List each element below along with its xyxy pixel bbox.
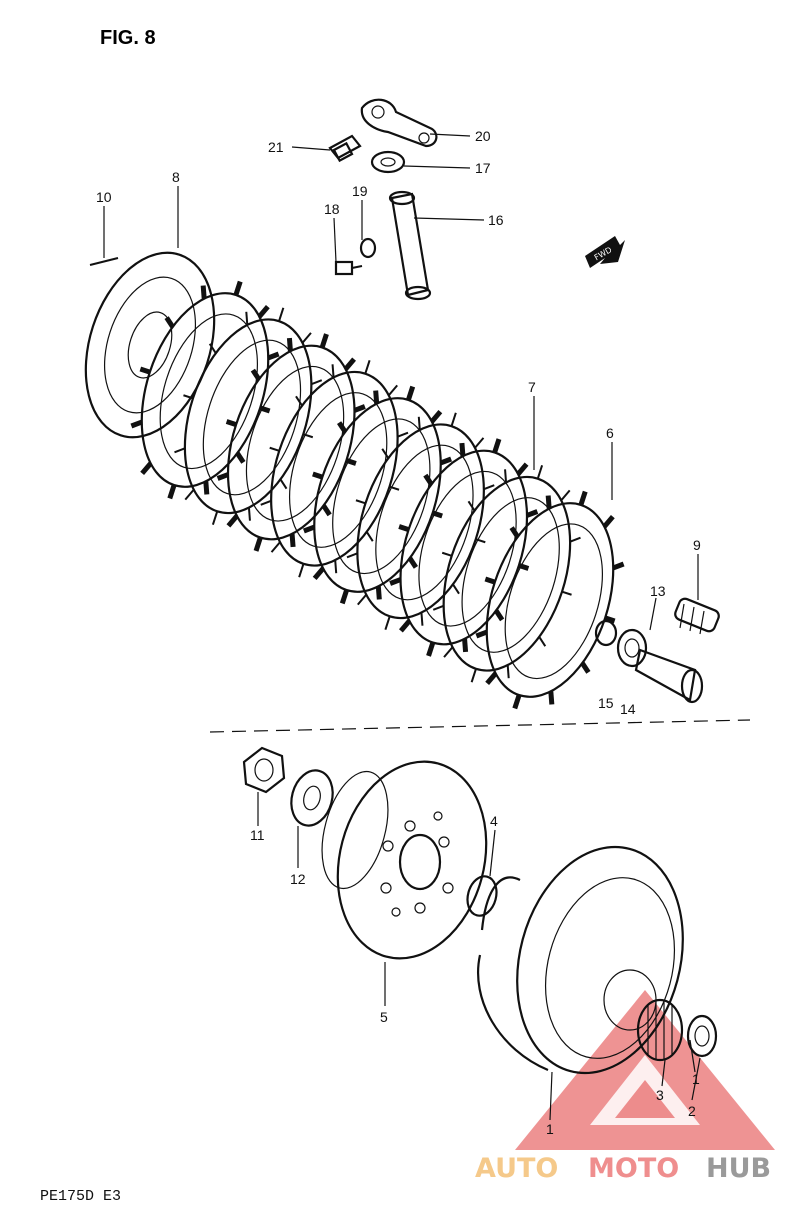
leader-lines: [103, 133, 701, 1121]
label-part-15: 15: [598, 695, 614, 711]
pin-part-10: [89, 257, 119, 266]
clutch-housing-part-1: [477, 845, 684, 1075]
washer-part-12: [290, 769, 334, 827]
label-part-8: 8: [172, 169, 180, 185]
spacer-part-2: [686, 1014, 718, 1058]
spring-part-9: [674, 597, 720, 635]
clutch-plate-stack-parts-6-7: [130, 280, 625, 710]
label-part-7: 7: [528, 379, 536, 395]
screw-part-18: [334, 260, 363, 276]
label-part-20: 20: [475, 128, 491, 144]
clutch-plate: [216, 333, 366, 552]
label-part-2: 2: [688, 1103, 696, 1119]
washer-part-4: [466, 875, 498, 917]
watermark-text: AUTO MOTO HUB: [475, 1153, 771, 1184]
label-part-4: 4: [490, 813, 498, 829]
nut-part-11: [242, 746, 286, 794]
part-labels: 20 21 17 19 16 18 10 8 7 6 9 13 15 14 11…: [96, 128, 701, 1137]
watermark-auto: AUTO: [475, 1153, 558, 1184]
label-part-1-shaft: 1: [692, 1071, 700, 1087]
label-part-3: 3: [656, 1087, 664, 1103]
clutch-plate: [174, 307, 323, 525]
clutch-plate: [260, 360, 409, 578]
washer-part-19: [359, 237, 377, 259]
pressure-plate-part-8: [84, 251, 216, 439]
clutch-plate: [432, 465, 581, 683]
label-part-10: 10: [96, 189, 112, 205]
bolt-part-21: [328, 134, 362, 163]
clutch-plate: [302, 385, 453, 605]
oil-seal-part-17: [370, 150, 406, 174]
label-part-9: 9: [693, 537, 701, 553]
model-code: PE175D E3: [40, 1188, 121, 1205]
clutch-plate: [475, 490, 625, 710]
watermark-moto: MOTO: [588, 1153, 679, 1184]
figure-title: FIG. 8: [100, 27, 156, 49]
separator-dashed-line: [209, 719, 751, 733]
label-part-5: 5: [380, 1009, 388, 1025]
primary-driven-gear-part-3: [636, 998, 684, 1062]
fwd-arrow-tag: FWD: [585, 236, 625, 268]
label-part-14: 14: [620, 701, 636, 717]
clutch-hub-part-5: [321, 760, 488, 960]
label-part-21: 21: [268, 139, 284, 155]
label-part-19: 19: [352, 183, 368, 199]
label-part-1: 1: [546, 1121, 554, 1137]
label-part-6: 6: [606, 425, 614, 441]
label-part-11: 11: [250, 827, 265, 843]
watermark-logo: [515, 990, 775, 1150]
label-part-17: 17: [475, 160, 491, 176]
push-rod-part-16: [388, 190, 432, 301]
label-part-12: 12: [290, 871, 306, 887]
release-arm-part-20: [360, 98, 438, 148]
rod-part-13: [634, 648, 704, 704]
washer-part-15: [594, 619, 618, 647]
label-part-16: 16: [488, 212, 504, 228]
label-part-18: 18: [324, 201, 340, 217]
clutch-plate: [346, 412, 495, 630]
label-part-13: 13: [650, 583, 666, 599]
clutch-plate: [130, 280, 280, 500]
bearing-part-14: [616, 628, 648, 668]
watermark-hub: HUB: [706, 1153, 771, 1184]
clutch-plate: [389, 438, 539, 657]
